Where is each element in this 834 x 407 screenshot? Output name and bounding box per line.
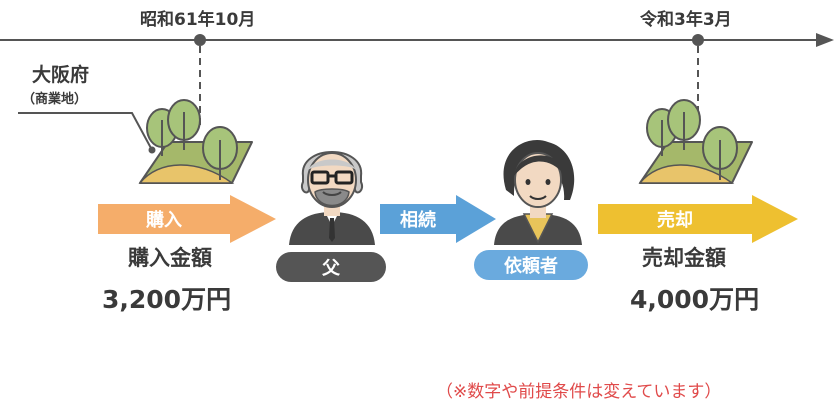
client-badge: 依頼者: [474, 250, 588, 280]
buy-arrow: 購入: [98, 195, 276, 243]
date-left: 昭和61年10月: [140, 10, 256, 30]
timeline-marker-left: [194, 34, 206, 46]
land-trees-icon: [138, 99, 253, 184]
father-avatar-icon: [289, 151, 375, 245]
location-name: 大阪府: [32, 64, 90, 86]
date-right: 令和3年3月: [640, 10, 732, 30]
disclaimer-note: （※数字や前提条件は変えています）: [436, 382, 722, 402]
timeline-arrowhead: [816, 33, 834, 47]
location-leader-line: [18, 112, 156, 154]
inherit-arrow-label: 相続: [380, 204, 456, 234]
sell-amount-label: 売却金額: [642, 246, 726, 270]
sell-arrow-label: 売却: [598, 204, 752, 234]
client-avatar-icon: [494, 140, 582, 245]
location-sub: （商業地）: [22, 92, 88, 107]
timeline-marker-right: [692, 34, 704, 46]
timeline: [0, 33, 834, 125]
inherit-arrow: 相続: [380, 195, 496, 243]
sell-arrow: 売却: [598, 195, 798, 243]
buy-amount-value: 3,200万円: [102, 285, 232, 314]
buy-arrow-label: 購入: [98, 204, 230, 234]
sell-amount-value: 4,000万円: [630, 285, 760, 314]
father-label: 父: [322, 258, 340, 279]
buy-amount-label: 購入金額: [128, 246, 212, 270]
father-badge: 父: [276, 252, 386, 282]
client-label: 依頼者: [504, 256, 558, 277]
land-trees-icon-right: [638, 99, 753, 184]
